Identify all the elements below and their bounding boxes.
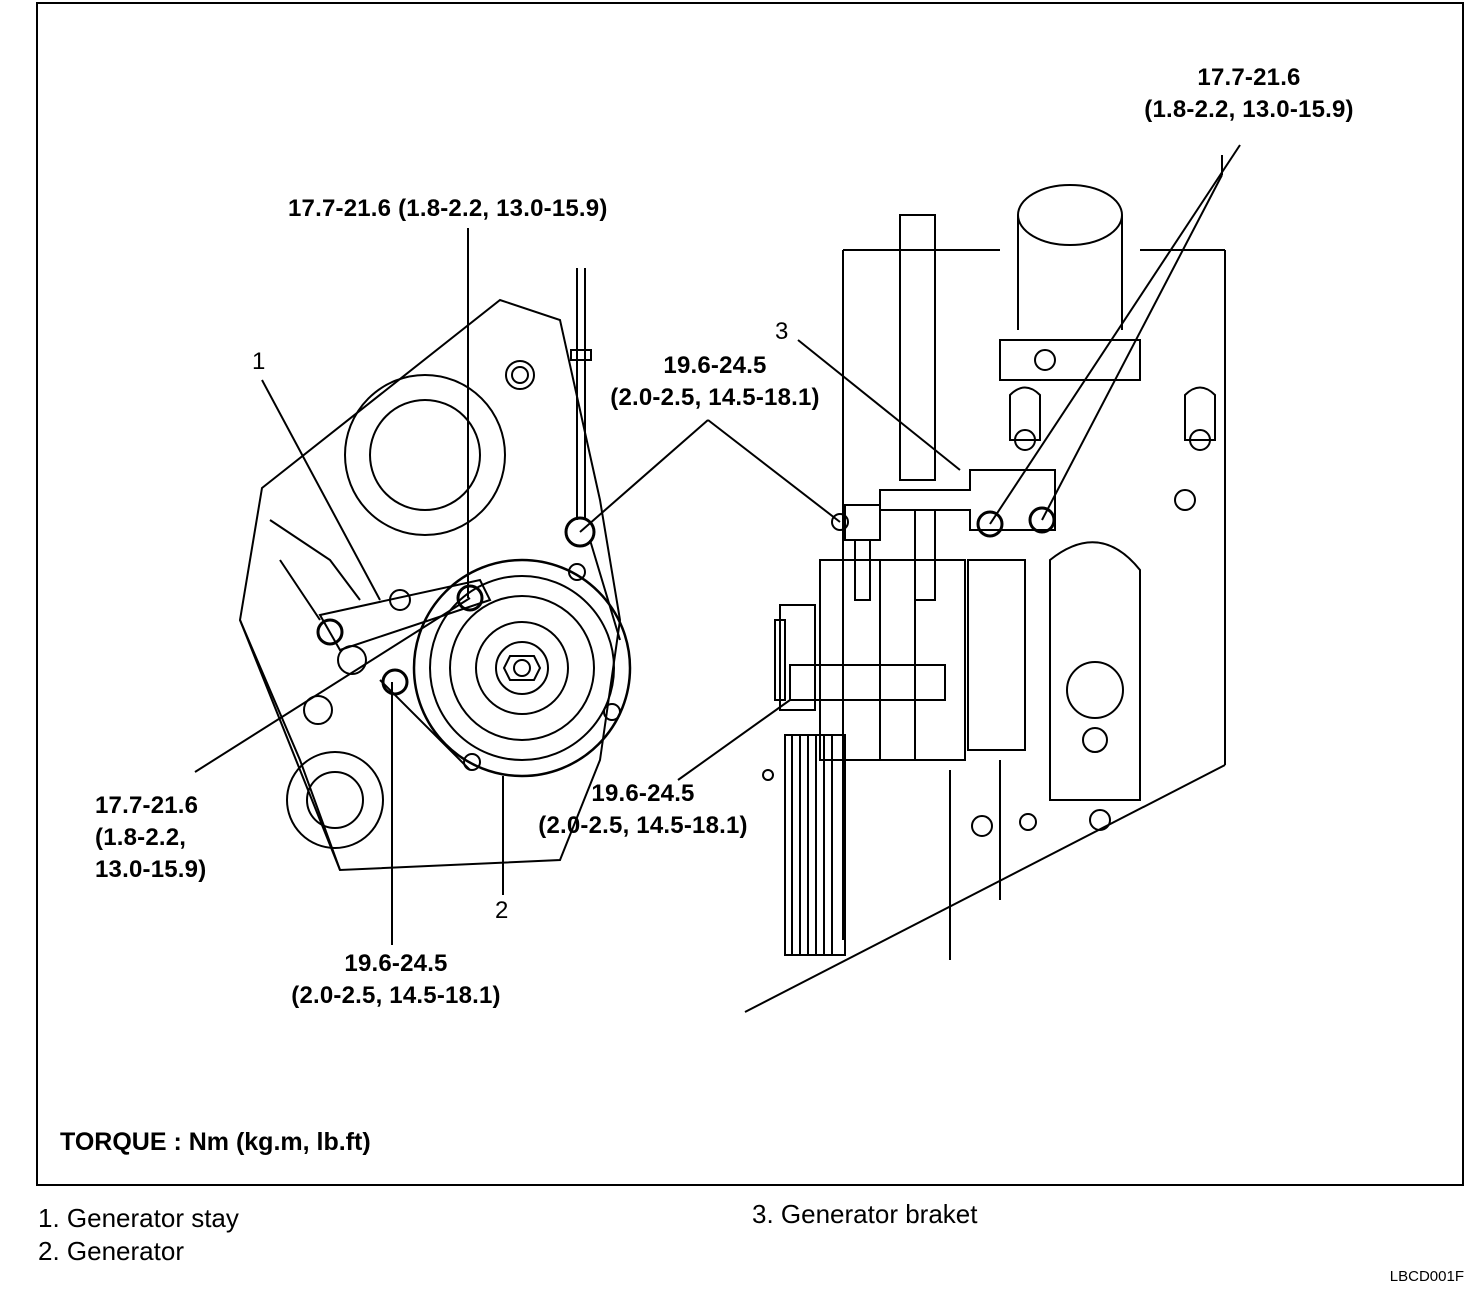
right-engine-block <box>842 184 1226 960</box>
torque-callout-lower-left: 17.7-21.6 (1.8-2.2, 13.0-15.9) <box>95 790 206 886</box>
torque-value-alt2: 13.0-15.9) <box>95 856 207 883</box>
part-number-2: 2 <box>495 897 509 924</box>
torque-value-alt: (2.0-2.5, 14.5-18.1) <box>610 384 820 411</box>
diagram-frame <box>36 2 1464 1186</box>
part-number-3: 3 <box>775 318 789 345</box>
torque-value: 17.7-21.6 <box>95 792 199 819</box>
torque-value: 19.6-24.5 <box>663 352 767 379</box>
torque-value-alt: (2.0-2.5, 14.5-18.1) <box>538 812 748 839</box>
leader-lines <box>194 144 1241 945</box>
torque-value: 19.6-24.5 <box>344 950 448 977</box>
torque-callout-bottom: 19.6-24.5 (2.0-2.5, 14.5-18.1) <box>266 948 526 1012</box>
generator-bracket <box>831 469 1056 601</box>
torque-value-alt: (2.0-2.5, 14.5-18.1) <box>291 982 501 1009</box>
legend-item-2: 2. Generator <box>38 1236 184 1266</box>
legend-item-3: 3. Generator braket <box>752 1199 978 1229</box>
figure-code: LBCD001F <box>1389 1268 1464 1285</box>
torque-value: 19.6-24.5 <box>591 780 695 807</box>
torque-value-alt: (1.8-2.2, <box>95 824 187 851</box>
generator-right <box>762 559 1026 956</box>
torque-callout-bracket: 19.6-24.5 (2.0-2.5, 14.5-18.1) <box>588 350 842 414</box>
torque-callout-right-lower: 19.6-24.5 (2.0-2.5, 14.5-18.1) <box>512 778 774 842</box>
generator-left <box>412 558 632 778</box>
torque-value: 17.7-21.6 <box>1197 64 1301 91</box>
generator-stay <box>316 516 621 771</box>
part-number-1: 1 <box>252 348 266 375</box>
section-cut-line <box>744 764 1226 1013</box>
dipstick-tube <box>570 268 592 520</box>
torque-unit-note: TORQUE : Nm (kg.m, lb.ft) <box>60 1128 371 1156</box>
torque-callout-top-right: 17.7-21.6 (1.8-2.2, 13.0-15.9) <box>1118 62 1380 126</box>
torque-value-alt: (1.8-2.2, 13.0-15.9) <box>1144 96 1354 123</box>
legend-item-1: 1. Generator stay <box>38 1203 239 1233</box>
torque-callout-top-left: 17.7-21.6 (1.8-2.2, 13.0-15.9) <box>288 195 608 222</box>
